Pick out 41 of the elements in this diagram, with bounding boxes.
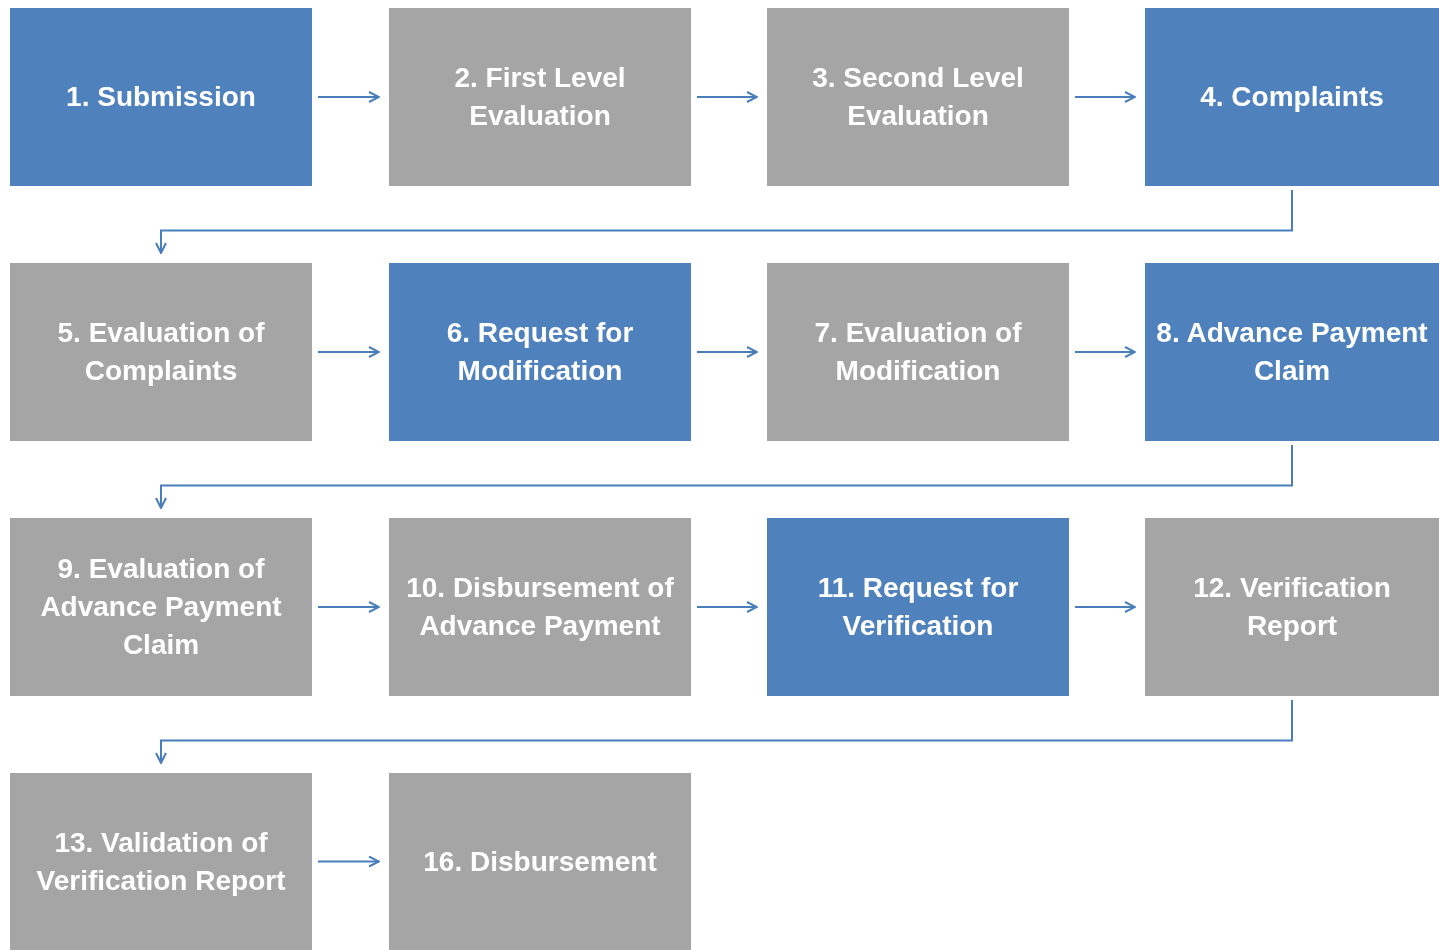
process-box — [1145, 263, 1439, 441]
arrow — [1074, 91, 1136, 103]
arrow — [696, 91, 758, 103]
process-box — [10, 773, 312, 950]
step-label: 1. Submission — [66, 80, 256, 114]
arrow — [1074, 346, 1136, 358]
process-box — [10, 518, 312, 696]
arrow — [1074, 601, 1136, 613]
arrow — [696, 601, 758, 613]
arrow — [317, 855, 380, 868]
step-label: 6. Request for Modification — [445, 316, 635, 388]
step-label: 5. Evaluation of Complaints — [56, 316, 266, 388]
arrow — [317, 346, 380, 358]
arrow — [155, 699, 1293, 764]
process-box — [389, 518, 691, 696]
step-label: 11. Request for Verification — [816, 571, 1020, 643]
step-label: 12. Verification Report — [1192, 571, 1392, 643]
arrow — [155, 189, 1293, 254]
step-label: 3. Second Level Evaluation — [811, 61, 1025, 133]
process-box — [389, 263, 691, 441]
process-box — [767, 518, 1069, 696]
process-box — [389, 8, 691, 186]
step-label: 16. Disbursement — [423, 844, 657, 879]
step-label: 2. First Level Evaluation — [453, 61, 627, 133]
step-label: 13. Validation of Verification Report — [35, 825, 287, 898]
process-box — [767, 263, 1069, 441]
step-label: 9. Evaluation of Advance Payment Claim — [39, 552, 283, 662]
step-label: 8. Advance Payment Claim — [1155, 316, 1429, 388]
step-label: 10. Disbursement of Advance Payment — [405, 571, 675, 643]
process-box — [389, 773, 691, 950]
step-label: 7. Evaluation of Modification — [813, 316, 1023, 388]
step-label: 4. Complaints — [1200, 80, 1384, 114]
process-box — [767, 8, 1069, 186]
arrow — [317, 601, 380, 613]
process-box — [1145, 518, 1439, 696]
arrow — [317, 91, 380, 103]
process-box — [10, 8, 312, 186]
process-box — [1145, 8, 1439, 186]
arrow — [155, 444, 1293, 509]
arrow — [696, 346, 758, 358]
process-box — [10, 263, 312, 441]
